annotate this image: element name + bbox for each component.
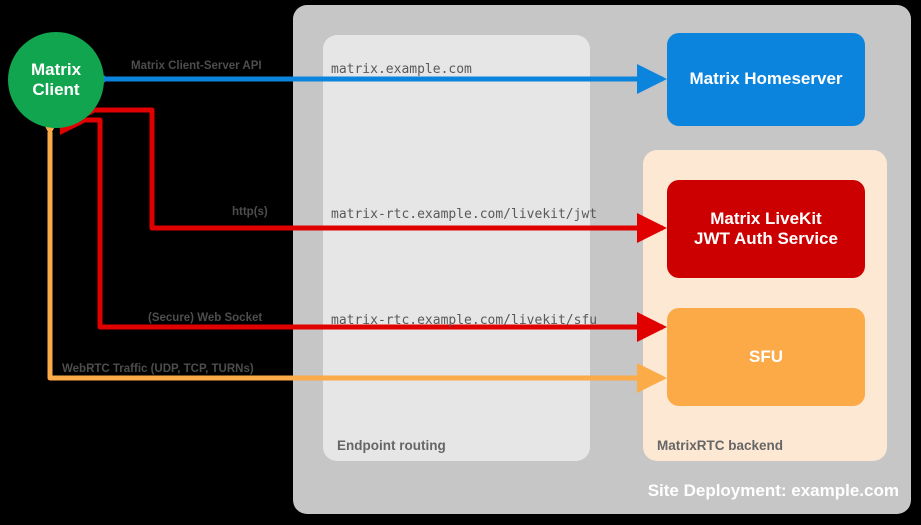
node-matrix-homeserver[interactable]: Matrix Homeserver — [667, 33, 865, 126]
matrix-client-label-line1: Matrix — [30, 59, 82, 79]
caption-site-deployment: Site Deployment: example.com — [647, 481, 899, 500]
edge-label-https: http(s) — [232, 206, 268, 218]
jwt-auth-label-line1: Matrix LiveKit — [710, 208, 822, 228]
endpoint-livekit-sfu: matrix-rtc.example.com/livekit/sfu — [331, 313, 598, 328]
endpoint-matrix-example-com: matrix.example.com — [331, 62, 472, 77]
edge-label-secure-web-socket: (Secure) Web Socket — [148, 312, 263, 324]
edge-label-matrix-client-server-api: Matrix Client-Server API — [131, 60, 262, 72]
caption-matrixrtc-backend: MatrixRTC backend — [657, 438, 784, 453]
edge-label-webrtc-traffic: WebRTC Traffic (UDP, TCP, TURNs) — [62, 363, 254, 375]
matrix-client-label-line2: Client — [32, 80, 80, 99]
caption-endpoint-routing: Endpoint routing — [337, 438, 446, 453]
endpoint-livekit-jwt: matrix-rtc.example.com/livekit/jwt — [331, 207, 598, 222]
node-sfu[interactable]: SFU — [667, 308, 865, 406]
jwt-auth-label-line2: JWT Auth Service — [694, 229, 838, 248]
node-matrix-client[interactable]: Matrix Client — [8, 32, 104, 128]
endpoint-routing-container — [323, 35, 590, 461]
matrix-homeserver-label: Matrix Homeserver — [689, 69, 843, 89]
node-matrix-livekit-jwt-auth-service[interactable]: Matrix LiveKit JWT Auth Service — [667, 180, 865, 278]
sfu-label: SFU — [749, 346, 783, 366]
